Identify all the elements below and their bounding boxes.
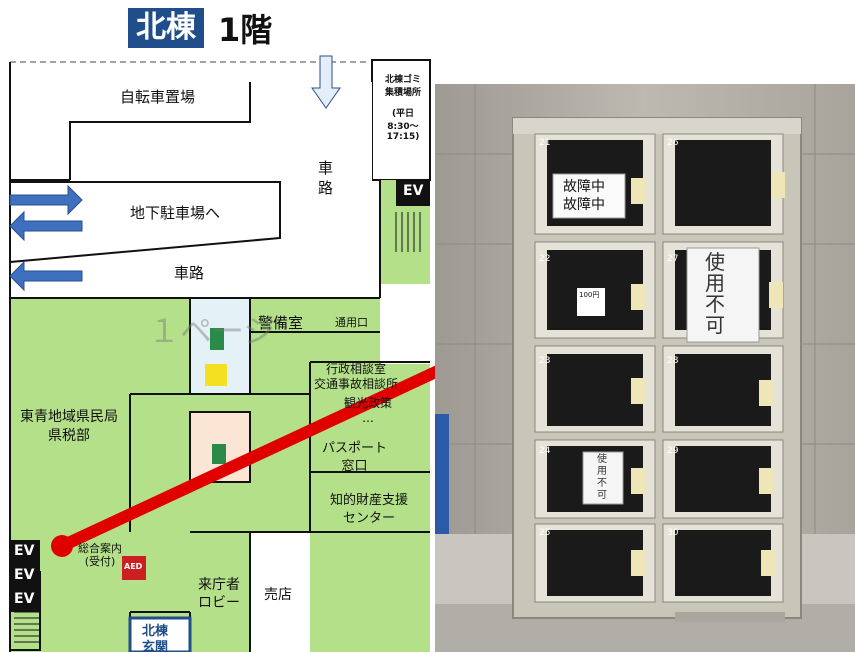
- sign24-line4: 可: [597, 490, 607, 501]
- broken-line2: 故障中: [563, 197, 605, 213]
- passport-line2: 窓口: [341, 459, 368, 474]
- locker-number-22: 22: [539, 254, 551, 264]
- page-watermark: １ページ: [148, 312, 276, 350]
- floor-title: 北棟 1階: [128, 6, 272, 50]
- ev-label-1: EV: [14, 543, 35, 559]
- floor-map-drawing: [9, 55, 437, 652]
- sign27-line3: 不: [705, 292, 725, 316]
- sign24-line2: 用: [597, 466, 607, 477]
- ev-label-top: EV: [403, 183, 424, 199]
- sign27-line4: 可: [705, 313, 725, 337]
- out-of-use-sign-27: 使 用 不 可: [705, 252, 725, 336]
- info-line1: 総合案内: [78, 542, 122, 555]
- entrance-line1: 北棟: [142, 624, 169, 639]
- vertical-road-label: 車 路: [318, 158, 333, 198]
- bicycle-parking-label: 自転車置場: [120, 88, 196, 106]
- garbage-line2: 集積場所: [384, 88, 421, 98]
- info-line2: (受付): [84, 555, 116, 568]
- broken-sign: 故障中 故障中: [563, 178, 605, 214]
- locker-number-29: 29: [667, 446, 679, 456]
- garbage-line1: 北棟ゴミ: [384, 75, 421, 85]
- visitor-lobby-label: 来庁者 ロビー: [198, 576, 240, 612]
- shop-label: 売店: [264, 587, 292, 603]
- admin-line1: 行政相談室: [326, 362, 387, 376]
- locker-photo: 21 22 23 24 25 26 27 28 29 30 故障中 故障中 使 …: [435, 84, 855, 652]
- road-line1: 車: [318, 159, 334, 177]
- sign24-line1: 使: [597, 454, 607, 465]
- tourism-label: 観光政策 …: [344, 396, 392, 426]
- road-line2: 路: [318, 179, 334, 197]
- admin-line2: 交通事故相談所: [314, 377, 399, 391]
- out-of-use-sign-24: 使 用 不 可: [597, 454, 607, 502]
- floor-number: 1階: [218, 11, 273, 49]
- broken-line1: 故障中: [563, 179, 605, 195]
- floor-map: 自転車置場 北棟ゴミ 集積場所 (平日 8:30～ 17:15) 車 路 地下駐…: [0, 52, 437, 652]
- locker-number-25: 25: [539, 528, 551, 538]
- locker-photo-drawing: [435, 84, 855, 652]
- locker-number-30: 30: [667, 528, 679, 538]
- ip-line1: 知的財産支援: [330, 493, 409, 508]
- locker-number-27: 27: [667, 254, 679, 264]
- admin-consult-label: 行政相談室 交通事故相談所: [314, 362, 398, 392]
- passport-label: パスポート 窓口: [322, 440, 387, 476]
- underground-parking-label: 地下駐車場へ: [130, 204, 221, 222]
- horizontal-road-label: 車路: [174, 264, 205, 282]
- locker-number-26: 26: [667, 138, 679, 148]
- garbage-line3: (平日: [391, 109, 415, 119]
- passport-line1: パスポート: [322, 441, 388, 456]
- locker-number-24: 24: [539, 446, 551, 456]
- locker-number-28: 28: [667, 356, 679, 366]
- garbage-area-label: 北棟ゴミ 集積場所 (平日 8:30～ 17:15): [378, 72, 428, 142]
- ev-label-2: EV: [14, 567, 35, 583]
- guard-room-label: 警備室: [258, 314, 304, 332]
- coin-label: 100円: [579, 291, 600, 299]
- building-name: 北棟: [128, 8, 204, 48]
- lobby-line2: ロビー: [198, 595, 240, 611]
- aed-icon: AED: [124, 562, 143, 571]
- lobby-line1: 来庁者: [198, 577, 240, 593]
- garbage-line4: 8:30～: [387, 122, 419, 132]
- locker-number-23: 23: [539, 356, 551, 366]
- tourism-line1: 観光政策: [344, 396, 393, 410]
- entrance-line2: 玄関: [142, 640, 169, 652]
- tourism-line2: …: [362, 411, 374, 425]
- ip-line2: センター: [343, 511, 396, 526]
- service-entrance-label: 通用口: [335, 316, 368, 329]
- north-entrance-label: 北棟 玄関: [142, 624, 168, 652]
- locker-number-21: 21: [539, 138, 551, 148]
- sign27-line1: 使: [705, 250, 725, 274]
- sign27-line2: 用: [705, 271, 725, 295]
- tax-line1: 東青地域県民局: [20, 409, 118, 425]
- ip-center-label: 知的財産支援 センター: [330, 492, 408, 528]
- tax-line2: 県税部: [48, 428, 90, 444]
- tax-office-label: 東青地域県民局 県税部: [20, 408, 118, 446]
- ev-label-3: EV: [14, 591, 35, 607]
- garbage-line5: 17:15): [386, 132, 420, 142]
- info-desk-label: 総合案内 (受付): [78, 542, 122, 568]
- sign24-line3: 不: [597, 478, 607, 489]
